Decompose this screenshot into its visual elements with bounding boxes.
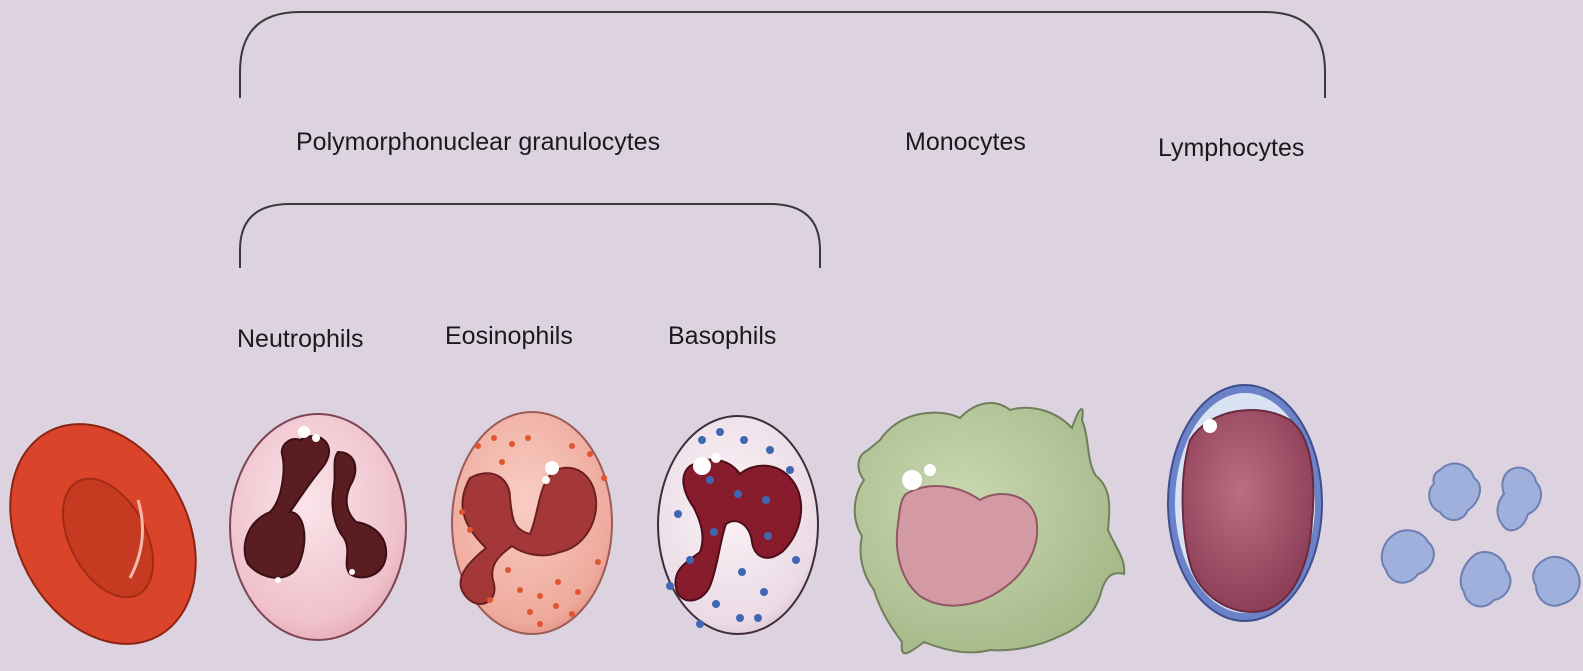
bracket-granulocytes	[240, 204, 820, 268]
label-neutrophils: Neutrophils	[237, 325, 363, 354]
monocyte-illustration	[855, 403, 1125, 653]
label-polymorphonuclear-granulocytes: Polymorphonuclear granulocytes	[296, 128, 660, 157]
platelets-illustration	[1382, 464, 1580, 607]
eosinophil-illustration	[452, 412, 612, 634]
neutrophil-illustration	[230, 414, 406, 640]
lymphocyte-illustration	[1168, 385, 1322, 621]
label-eosinophils: Eosinophils	[445, 322, 573, 351]
bracket-leukocytes	[240, 12, 1325, 98]
label-monocytes: Monocytes	[905, 128, 1026, 157]
red-blood-cell-illustration	[0, 392, 233, 666]
label-basophils: Basophils	[668, 322, 776, 351]
label-lymphocytes: Lymphocytes	[1158, 134, 1304, 163]
basophil-illustration	[658, 416, 818, 634]
